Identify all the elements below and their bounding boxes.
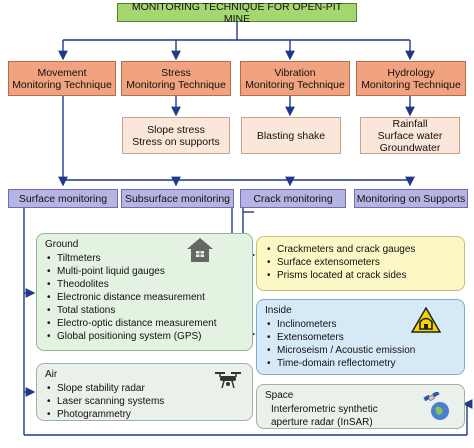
drone-icon (215, 372, 241, 389)
ground-panel: Ground Tiltmeters Multi-point liquid gau… (36, 233, 253, 351)
category-crack-monitoring: Crack monitoring (240, 189, 346, 208)
detail-stress-2: Stress on supports (132, 135, 220, 148)
list-item: Laser scanning systems (45, 395, 244, 408)
detail-hydrology-1: Rainfall (392, 117, 428, 130)
technique-vibration-line1: Vibration (274, 66, 316, 79)
list-item: Electronic distance measurement (45, 291, 244, 304)
list-item: Total stations (45, 304, 244, 317)
technique-stress-line1: Stress (161, 66, 191, 79)
list-item: Crackmeters and crack gauges (265, 243, 456, 256)
crack-panel: Crackmeters and crack gauges Surface ext… (256, 236, 465, 291)
list-item: Extensometers (265, 331, 456, 344)
inside-header: Inside (265, 305, 292, 316)
list-item: Multi-point liquid gauges (45, 265, 244, 278)
list-item: Tiltmeters (45, 252, 244, 265)
category-monitoring-on-supports: Monitoring on Supports (354, 189, 468, 208)
list-item: Slope stability radar (45, 382, 244, 395)
technique-movement: Movement Monitoring Technique (8, 61, 116, 96)
technique-vibration-line2: Monitoring Technique (245, 78, 345, 91)
list-item: Microseism / Acoustic emission (265, 344, 456, 357)
technique-stress-line2: Monitoring Technique (126, 78, 226, 91)
detail-vibration: Blasting shake (241, 117, 341, 154)
ground-header: Ground (45, 239, 79, 250)
list-item: Inclinometers (265, 318, 456, 331)
category-subsurface-monitoring: Subsurface monitoring (121, 189, 234, 208)
air-header: Air (45, 369, 58, 380)
technique-hydrology: Hydrology Monitoring Technique (356, 61, 466, 96)
space-line1: Interferometric synthetic (271, 404, 378, 415)
house-icon (187, 238, 213, 262)
technique-movement-line1: Movement (37, 66, 87, 79)
space-header: Space (265, 390, 294, 401)
detail-stress-1: Slope stress (147, 123, 205, 136)
ground-list: Tiltmeters Multi-point liquid gauges The… (45, 252, 244, 343)
category-surface-monitoring: Surface monitoring (8, 189, 118, 208)
detail-hydrology-3: Groundwater (379, 141, 441, 154)
list-item: Time-domain reflectometry (265, 357, 456, 370)
list-item: Theodolites (45, 278, 244, 291)
technique-movement-line2: Monitoring Technique (12, 78, 112, 91)
technique-hydrology-line1: Hydrology (387, 66, 435, 79)
space-line2: aperture radar (InSAR) (271, 417, 373, 428)
list-item: Photogrammetry (45, 408, 244, 421)
detail-hydrology: Rainfall Surface water Groundwater (360, 117, 460, 154)
list-item: Surface extensometers (265, 256, 456, 269)
crack-list: Crackmeters and crack gauges Surface ext… (265, 243, 456, 282)
inside-list: Inclinometers Extensometers Microseism /… (265, 318, 456, 370)
inside-panel: Inside Inclinometers Extensometers Micro… (256, 299, 465, 375)
list-item: Global positioning system (GPS) (45, 330, 244, 343)
air-list: Slope stability radar Laser scanning sys… (45, 382, 244, 421)
technique-hydrology-line2: Monitoring Technique (361, 78, 461, 91)
list-item: Electro-optic distance measurement (45, 317, 244, 330)
diagram-title: MONITORING TECHNIQUE FOR OPEN-PIT MINE (117, 1, 357, 25)
space-panel: Space Interferometric synthetic aperture… (256, 384, 465, 429)
list-item: Prisms located at crack sides (265, 269, 456, 282)
technique-vibration: Vibration Monitoring Technique (240, 61, 350, 96)
technique-stress: Stress Monitoring Technique (121, 61, 231, 96)
detail-stress: Slope stress Stress on supports (122, 117, 230, 154)
satellite-icon (423, 392, 449, 420)
detail-hydrology-2: Surface water (377, 129, 443, 142)
tunnel-warning-icon (411, 307, 441, 333)
detail-vibration-1: Blasting shake (256, 129, 326, 142)
